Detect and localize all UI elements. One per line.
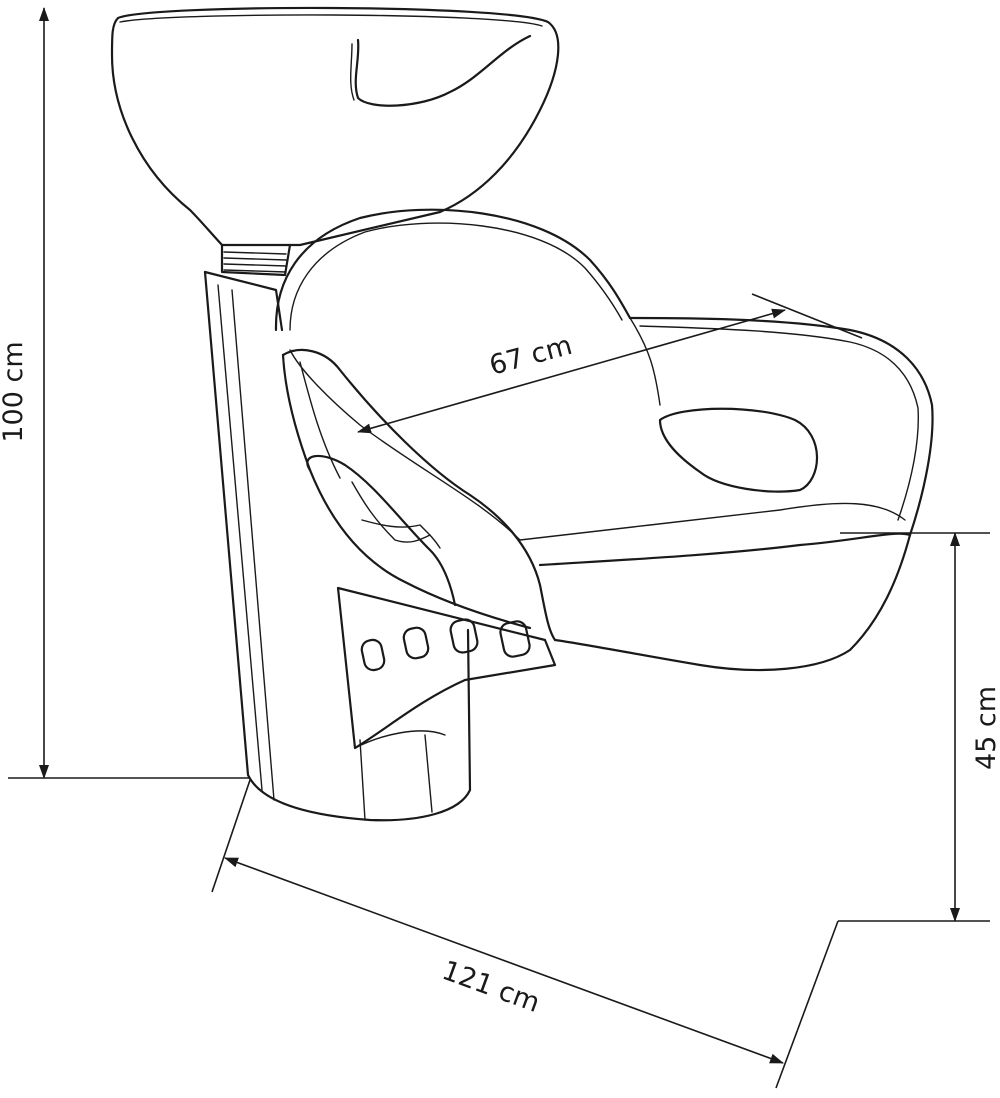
pedestal-column	[203, 270, 472, 822]
wash-basin	[110, 6, 560, 277]
dimension-label-height: 100 cm	[0, 341, 29, 442]
dimension-label-seat-height: 45 cm	[971, 686, 1000, 770]
dimension-lines	[8, 6, 990, 1089]
dimension-label-depth: 121 cm	[438, 955, 544, 1019]
chair-shell	[274, 208, 934, 672]
seat-bracket	[336, 586, 557, 750]
